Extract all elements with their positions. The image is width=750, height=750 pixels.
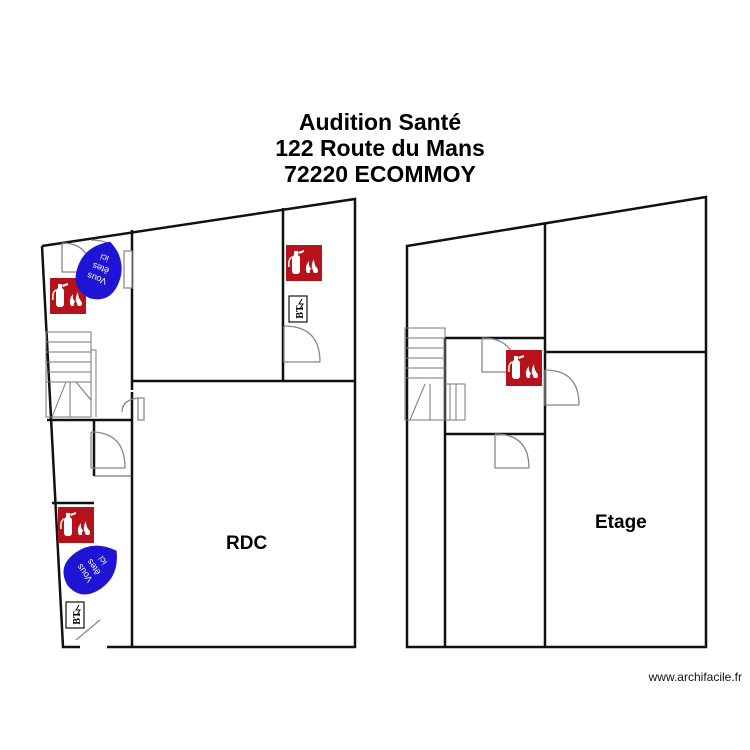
extinguisher-sign-icon bbox=[505, 349, 543, 387]
credit-link[interactable]: www.archifacile.fr bbox=[648, 670, 742, 684]
you-are-here-icon: Vous êtes ici bbox=[75, 241, 122, 300]
svg-text:BT: BT bbox=[72, 611, 83, 625]
etage-doors bbox=[481, 337, 580, 469]
room-label-rdc: RDC bbox=[226, 533, 268, 554]
svg-text:BT: BT bbox=[295, 305, 306, 319]
plan-title-line-1: Audition Santé bbox=[298, 109, 462, 135]
rdc-plan: BT BT Vous êtes ici Vous êtes ici bbox=[40, 197, 357, 649]
room-label-etage: Etage bbox=[595, 512, 647, 533]
rdc-staircase bbox=[45, 331, 97, 418]
plan-title-line-3: 72220 ECOMMOY bbox=[284, 161, 476, 187]
rdc-doors bbox=[61, 239, 321, 641]
electrical-panel-icon: BT bbox=[288, 295, 308, 323]
extinguisher-sign-icon bbox=[285, 244, 323, 282]
you-are-here-icon: Vous êtes ici bbox=[63, 545, 117, 595]
plan-title-line-2: 122 Route du Mans bbox=[275, 135, 485, 161]
extinguisher-sign-icon bbox=[57, 506, 95, 544]
etage-plan bbox=[404, 195, 708, 649]
electrical-panel-icon: BT bbox=[65, 601, 85, 629]
svg-text:ici: ici bbox=[99, 252, 110, 264]
etage-staircase bbox=[404, 327, 466, 421]
